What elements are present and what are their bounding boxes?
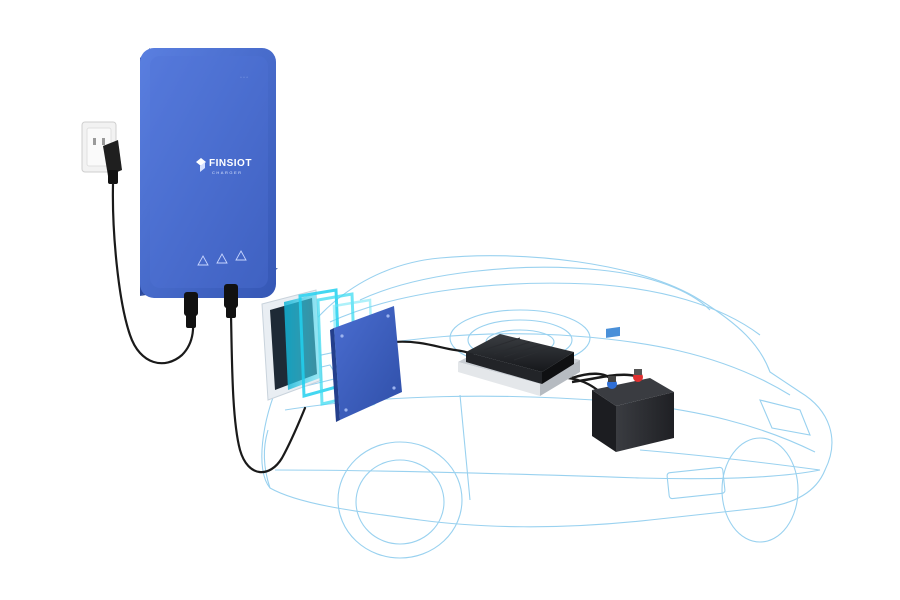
door-line <box>459 394 471 501</box>
charge-module <box>458 334 580 396</box>
charger-indicator: ▫ ▫ ▫ <box>240 75 248 81</box>
brand-name: FINSIOT <box>209 158 252 169</box>
cables <box>111 182 602 474</box>
receiver-pad <box>330 306 402 422</box>
car-windshield <box>359 266 711 311</box>
wall-charger: ▫ ▫ ▫ FINSIOT CHARGER <box>140 48 278 328</box>
rear-wheel <box>721 437 799 543</box>
module-top <box>466 334 574 372</box>
car-lower-line <box>274 469 821 480</box>
power-cable <box>111 182 195 365</box>
battery-front <box>592 390 616 452</box>
pad-cable <box>229 313 307 474</box>
warning-icon <box>197 250 247 266</box>
license-plate <box>666 466 726 500</box>
battery-top <box>592 378 674 406</box>
battery-label <box>606 326 620 338</box>
car-body-outline <box>261 255 833 528</box>
brand-logo-icon <box>196 158 206 172</box>
headlight <box>759 399 811 436</box>
battery-icon <box>571 326 674 452</box>
charger-body <box>140 48 276 298</box>
plug-icon <box>103 140 122 184</box>
brand-subtitle: CHARGER <box>212 170 243 175</box>
charger-connectors <box>184 284 238 328</box>
battery-side <box>616 392 674 452</box>
car-roof-line <box>329 282 761 336</box>
bumper-line <box>639 449 821 471</box>
rear-line <box>263 429 271 489</box>
front-wheel <box>337 441 463 559</box>
front-wheel-inner <box>355 459 445 545</box>
